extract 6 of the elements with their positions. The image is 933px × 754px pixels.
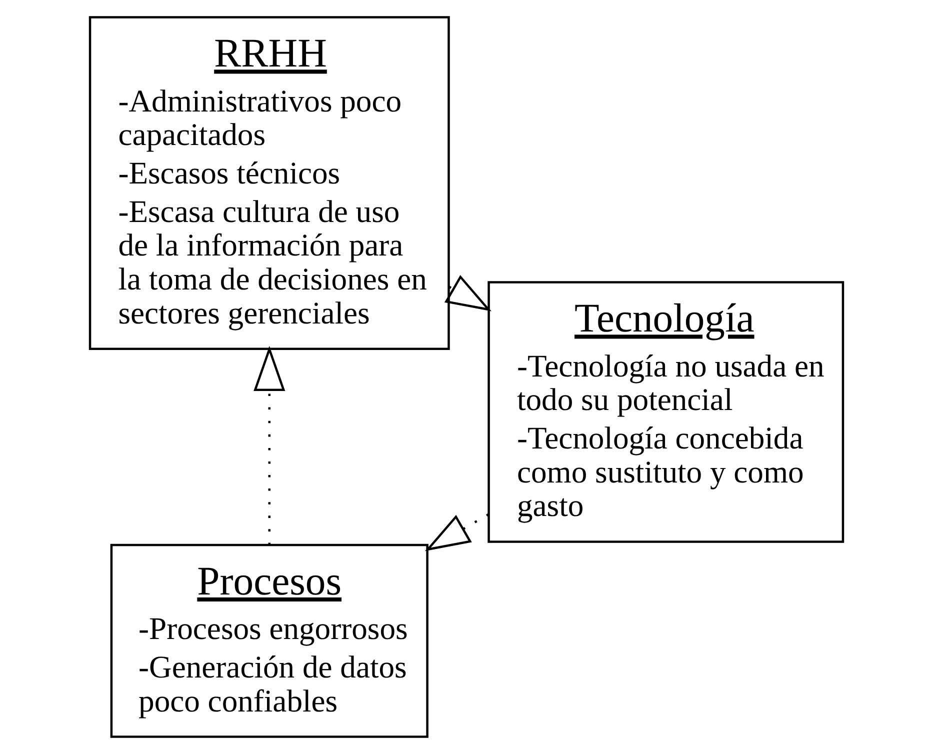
node-box: RRHH -Administrativos poco capacitados -Escasos técnicos -Escasa cultura de uso de la información para la toma de decisiones en sectores gerenciales (88, 16, 450, 350)
node-box: Procesos -Procesos engorrosos -Generación de datos poco confiables (110, 544, 428, 738)
arrow (444, 275, 492, 312)
arrow (254, 346, 286, 545)
arrow (424, 513, 490, 552)
node-box: Tecnología -Tecnología no usada en todo su potencial -Tecnología concebida como sustituto y como gasto (488, 281, 844, 543)
